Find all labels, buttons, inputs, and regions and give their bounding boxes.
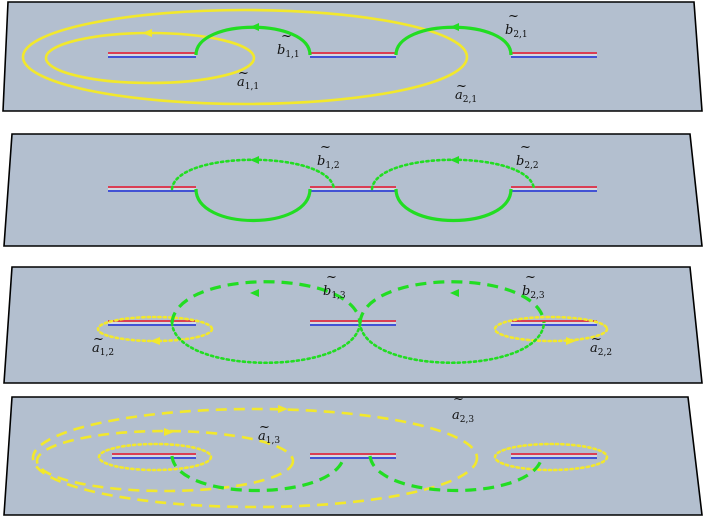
cycle-inner-right-dotted bbox=[493, 442, 609, 472]
label-b22: b2,2 bbox=[516, 154, 539, 171]
arrow-b12 bbox=[250, 156, 259, 164]
svg-text:~: ~ bbox=[456, 79, 467, 94]
sheet-3: ~ b1,3 ~ b2,3 ~ a1,2 ~ a2,2 bbox=[3, 266, 703, 384]
branch-cuts-sheet-2 bbox=[108, 186, 597, 192]
cycle-a23-outer-dashed bbox=[31, 407, 479, 509]
svg-text:~: ~ bbox=[508, 9, 519, 24]
svg-text:~: ~ bbox=[320, 140, 331, 155]
svg-text:~: ~ bbox=[326, 270, 337, 285]
label-b23: b2,3 bbox=[522, 284, 545, 301]
cycle-b23-lower-dotted bbox=[358, 321, 546, 364]
label-a21: a2,1 bbox=[455, 88, 477, 105]
label-b11: b1,1 bbox=[277, 43, 300, 60]
arrow-b11 bbox=[250, 23, 259, 31]
svg-text:~: ~ bbox=[93, 332, 104, 347]
branch-cuts-sheet-3 bbox=[108, 320, 597, 326]
cycle-a13-dashed bbox=[35, 429, 295, 493]
arrow-a11 bbox=[142, 29, 152, 37]
label-b13: b1,3 bbox=[323, 284, 346, 301]
sheet-2: ~ b1,2 ~ b2,2 bbox=[3, 133, 703, 247]
branch-cuts-sheet-1 bbox=[108, 52, 597, 58]
sheet-2-plane bbox=[3, 133, 703, 247]
label-a23: a2,3 bbox=[452, 408, 474, 425]
cycle-b12-lower bbox=[194, 188, 312, 222]
arrow-a12 bbox=[150, 337, 160, 345]
label-a22: a2,2 bbox=[590, 341, 612, 358]
branch-cuts-sheet-4 bbox=[112, 453, 597, 459]
sheet-4: ~ a2,3 ~ a1,3 bbox=[3, 392, 703, 516]
cycle-b13-lower-dotted bbox=[170, 321, 362, 364]
label-a11: a1,1 bbox=[237, 75, 259, 92]
label-b21: b2,1 bbox=[505, 23, 528, 40]
arrow-a13 bbox=[164, 428, 174, 436]
arrow-a22 bbox=[566, 337, 576, 345]
cycle-b22-lower bbox=[394, 188, 513, 222]
arrow-b13 bbox=[250, 289, 259, 297]
cycle-inner-left-dotted bbox=[97, 442, 213, 472]
svg-text:~: ~ bbox=[453, 392, 464, 407]
cycle-a22 bbox=[493, 315, 609, 343]
sheet-1: ~ b1,1 ~ b2,1 ~ a1,1 ~ a2,1 bbox=[2, 1, 703, 112]
arrow-b22 bbox=[450, 156, 459, 164]
svg-text:~: ~ bbox=[281, 29, 292, 44]
arrow-b23 bbox=[450, 289, 459, 297]
arrow-b21 bbox=[450, 23, 459, 31]
svg-text:~: ~ bbox=[238, 66, 249, 81]
svg-text:~: ~ bbox=[259, 420, 270, 435]
label-a13: a1,3 bbox=[258, 429, 280, 446]
cycle-green-lower-left-dashed bbox=[170, 455, 346, 493]
svg-text:~: ~ bbox=[591, 332, 602, 347]
label-a12: a1,2 bbox=[92, 341, 114, 358]
arrow-a23 bbox=[278, 405, 288, 413]
cycle-b23-upper-dashed bbox=[358, 280, 546, 324]
cycle-b13-upper-dashed bbox=[170, 280, 362, 324]
svg-text:~: ~ bbox=[525, 270, 536, 285]
label-b12: b1,2 bbox=[317, 154, 340, 171]
svg-text:~: ~ bbox=[520, 140, 531, 155]
cycle-green-lower-right-dashed bbox=[368, 455, 544, 493]
cycle-a21-outer bbox=[21, 8, 469, 106]
